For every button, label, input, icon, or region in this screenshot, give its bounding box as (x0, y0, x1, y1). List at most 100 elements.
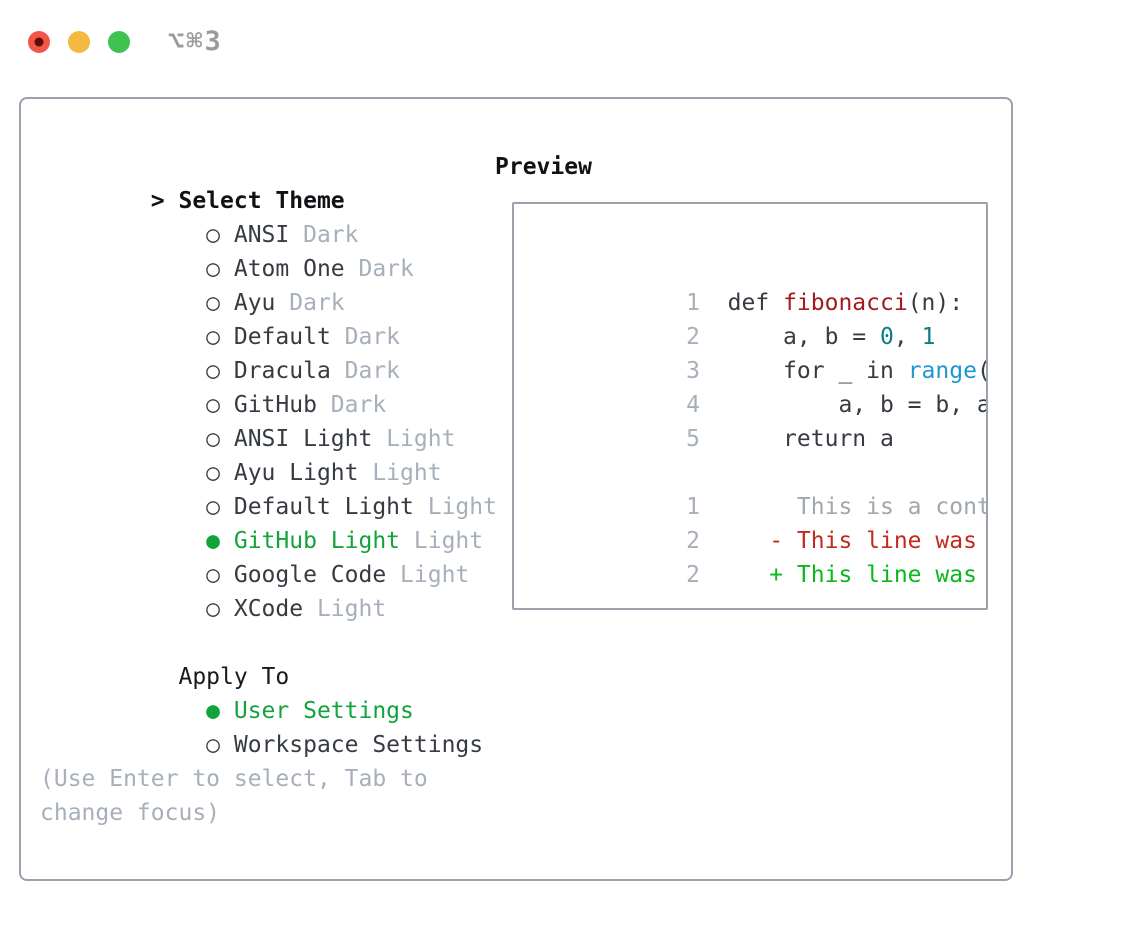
code-line: 5 return a (520, 388, 986, 452)
close-button-dot-icon (34, 37, 44, 46)
radio-icon: ○ (206, 562, 221, 588)
line-number: 1 (686, 290, 701, 316)
cursor-icon: > (150, 188, 165, 214)
code-token: (n): (907, 290, 964, 316)
code-token: (n): (977, 358, 986, 384)
theme-name: Ayu Light (233, 460, 359, 486)
code-text: a, b = b, a + b (728, 392, 986, 418)
code-token: def (727, 290, 784, 316)
line-number: 5 (686, 426, 701, 452)
code-token: return a (727, 426, 894, 452)
theme-variant: Light (386, 426, 456, 452)
radio-icon: ○ (206, 392, 221, 418)
diff-lines: 1 This is a context line. 2 - This line … (520, 456, 986, 588)
theme-variant: Dark (344, 324, 401, 350)
code-line: 1 def fibonacci(n): (520, 252, 986, 316)
apply-to-option[interactable]: ● User Settings (40, 660, 497, 724)
theme-option[interactable]: ○ Dracula Dark (40, 320, 497, 384)
diff-line: 1 This is a context line. (520, 456, 986, 520)
theme-name: ANSI Light (233, 426, 373, 452)
code-line: 3 for _ in range(n): (520, 320, 986, 384)
code-token: fibonacci (783, 290, 908, 316)
preview-title: Preview (495, 154, 592, 180)
code-text: for _ in range(n): (727, 358, 986, 384)
radio-icon: ○ (206, 732, 221, 758)
theme-name: Google Code (233, 562, 387, 588)
apply-to-option[interactable]: ○ Workspace Settings (40, 694, 497, 758)
theme-option[interactable]: ○ Google Code Light (40, 524, 497, 588)
code-token: a, b = b, a + b (838, 392, 986, 418)
line-number: 3 (686, 358, 701, 384)
radio-icon: ○ (206, 596, 221, 622)
code-token: 0 (880, 324, 894, 350)
radio-icon: ○ (206, 460, 221, 486)
zoom-button[interactable] (108, 30, 130, 53)
apply-to-title: Apply To (178, 664, 290, 690)
theme-option[interactable]: ○ ANSI Light Light (40, 388, 497, 452)
theme-option[interactable]: ○ GitHub Dark (40, 354, 497, 418)
radio-icon: ○ (206, 358, 221, 384)
apply-to-header: Apply To (40, 626, 497, 690)
radio-icon: ○ (206, 290, 221, 316)
theme-variant: Light (316, 596, 387, 622)
theme-option[interactable]: ○ Default Light Light (40, 456, 497, 520)
code-token: 1 (921, 324, 936, 350)
radio-icon: ● (206, 698, 221, 724)
theme-name: GitHub (233, 392, 317, 418)
line-number: 2 (686, 562, 701, 588)
theme-name: Default (233, 324, 331, 350)
theme-name: Atom One (233, 256, 345, 282)
select-theme-header: > Select Theme (40, 150, 497, 214)
radio-icon: ○ (206, 494, 221, 520)
code-text: a, b = 0, 1 (727, 324, 936, 350)
line-number: 1 (686, 494, 701, 520)
theme-option[interactable]: ● GitHub Light Light (40, 490, 497, 554)
code-line: 4 a, b = b, a + b (520, 354, 986, 418)
keyboard-hint: (Use Enter to select, Tab to change focu… (40, 766, 428, 826)
code-text: def fibonacci(n): (728, 290, 963, 316)
apply-to-option-label: Workspace Settings (233, 732, 484, 758)
theme-name: Dracula (233, 358, 331, 384)
theme-name: Default Light (233, 494, 414, 520)
apply-to-option-label: User Settings (233, 698, 414, 724)
radio-icon: ○ (206, 222, 221, 248)
close-button[interactable] (28, 30, 50, 53)
theme-variant: Light (427, 494, 497, 520)
theme-variant: Dark (330, 392, 387, 418)
theme-option[interactable]: ○ XCode Light (40, 558, 497, 622)
apply-to-options-list: ● User Settings ○ Workspace Settings (40, 660, 497, 758)
code-token: for _ in (727, 358, 908, 384)
code-token: range (907, 358, 977, 384)
title-bar: ⌥⌘3 (28, 26, 223, 57)
line-number: 2 (686, 528, 701, 554)
theme-variant: Light (413, 528, 484, 554)
code-line: 2 a, b = 0, 1 (520, 286, 986, 350)
code-token: , (893, 324, 922, 350)
theme-option[interactable]: ○ Ayu Dark (40, 252, 497, 316)
diff-text: - This line was deleted. (769, 528, 977, 554)
select-theme-title: Select Theme (178, 188, 345, 214)
theme-name: GitHub Light (233, 528, 401, 554)
minimize-button[interactable] (68, 30, 90, 53)
radio-icon: ○ (206, 256, 221, 282)
theme-name: ANSI (233, 222, 290, 248)
code-token: a, b = (727, 324, 880, 350)
radio-icon: ○ (206, 324, 221, 350)
theme-name: XCode (233, 596, 304, 622)
theme-name: Ayu (233, 290, 276, 316)
line-number: 2 (686, 324, 701, 350)
theme-option[interactable]: ○ Default Dark (40, 286, 497, 350)
theme-variant: Dark (289, 290, 345, 316)
diff-line: 2 - This line was deleted. (520, 490, 986, 554)
theme-variant: Light (372, 460, 442, 486)
radio-icon: ● (206, 528, 221, 554)
theme-option[interactable]: ○ Ayu Light Light (40, 422, 497, 486)
